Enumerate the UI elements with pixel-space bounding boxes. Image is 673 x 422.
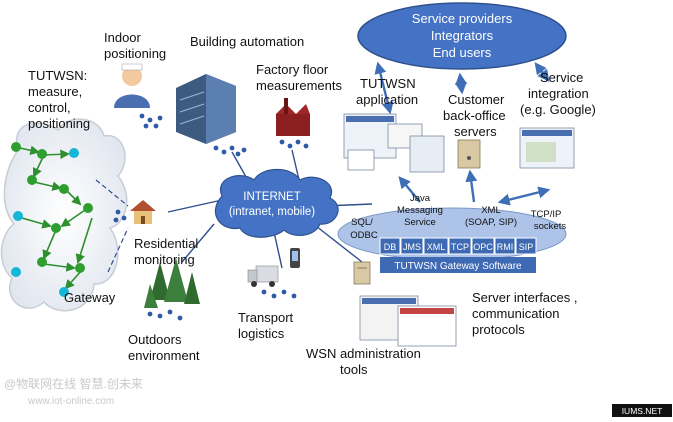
protocol-box-xml: [423, 237, 449, 255]
protocol-box-sip: [515, 237, 537, 255]
server-interfaces-bus: Java Messaging Service XML (SOAP, SIP) T…: [337, 193, 567, 273]
server-interfaces-label-1: Server interfaces ,: [472, 290, 578, 305]
tutwsn-label-2: measure,: [28, 84, 82, 99]
xml-soap-l2: (SOAP, SIP): [465, 217, 517, 228]
integration-label-2: integration: [528, 86, 589, 101]
residential-house-icon: [130, 200, 156, 224]
indoor-label-1: Indoor: [104, 30, 142, 45]
mobile-phone-icon: [290, 248, 300, 268]
gateway-server-icon: [353, 261, 371, 285]
wsn-node: [75, 263, 85, 273]
end-users-label: End users: [433, 45, 492, 60]
wsn-admin-screens: [359, 295, 457, 347]
sensor-dots: [113, 113, 309, 321]
connection-arrows: [374, 61, 551, 206]
gateway-dashed-links: [95, 179, 129, 273]
forest-trees-icon: [144, 258, 200, 308]
indoor-positioning-person-icon: [114, 63, 150, 108]
protocol-box-tcp-label: TCP: [451, 242, 469, 252]
wsn-node: [11, 267, 21, 277]
wsn-node: [37, 149, 47, 159]
gateway-software-label: TUTWSN Gateway Software: [394, 261, 522, 272]
wsn-admin-label-1: WSN administration: [306, 346, 421, 361]
wsn-node: [37, 257, 47, 267]
wsn-admin-label-2: tools: [340, 362, 368, 377]
outdoors-label-1: Outdoors: [128, 332, 182, 347]
wsn-node: [13, 211, 23, 221]
xml-soap-l1: XML: [481, 205, 501, 216]
diagram-labels: TUTWSN: measure, control, positioning In…: [28, 30, 596, 377]
watermark-cn: @物联网在线 智慧.创未来: [4, 376, 143, 391]
java-messaging-l1: Java: [410, 193, 431, 204]
service-ellipse: Service providers Integrators End users: [357, 2, 567, 70]
app-label-1: TUTWSN: [360, 76, 416, 91]
outdoors-label-2: environment: [128, 348, 200, 363]
wsn-cloud: [0, 118, 128, 312]
tcp-sockets-l2: sockets: [534, 221, 566, 232]
building-icon: [176, 74, 236, 144]
wsn-node: [51, 223, 61, 233]
wsn-node: [59, 287, 69, 297]
tutwsn-application-screens: [343, 113, 445, 173]
service-integration-screen: [519, 127, 575, 169]
tutwsn-label-4: positioning: [28, 116, 90, 131]
indoor-label-2: positioning: [104, 46, 166, 61]
wsn-node: [83, 203, 93, 213]
gateway-label: Gateway: [64, 290, 116, 305]
building-automation-label: Building automation: [190, 34, 304, 49]
wsn-node: [11, 142, 21, 152]
wsn-nodes: [11, 142, 93, 297]
java-messaging-l2: Messaging: [397, 205, 443, 216]
java-messaging-l3: Service: [404, 217, 436, 228]
protocol-box-xml-label: XML: [427, 242, 446, 252]
factory-icon: [276, 98, 310, 136]
integrators-label: Integrators: [431, 28, 494, 43]
protocol-boxes: DB JMS XML TCP OPC RMI SIP: [379, 237, 537, 255]
sql-odbc-l1: SQL/: [351, 217, 373, 228]
tcp-sockets-l1: TCP/IP: [531, 209, 562, 220]
backoffice-label-1: Customer: [448, 92, 505, 107]
factory-label-1: Factory floor: [256, 62, 329, 77]
server-interfaces-label-3: protocols: [472, 322, 525, 337]
truck-icon: [247, 265, 279, 287]
internet-sub-label: (intranet, mobile): [229, 206, 315, 218]
watermark-url: www.iot-online.com: [27, 396, 114, 407]
protocol-box-opc: [471, 237, 495, 255]
factory-label-2: measurements: [256, 78, 342, 93]
wsn-node: [27, 175, 37, 185]
watermark-corner: IUMS.NET: [622, 406, 663, 416]
residential-label-1: Residential: [134, 236, 198, 251]
integration-label-3: (e.g. Google): [520, 102, 596, 117]
internet-cloud: INTERNET (intranet, mobile): [214, 168, 339, 238]
protocol-box-sip-label: SIP: [519, 242, 534, 252]
tutwsn-label-1: TUTWSN:: [28, 68, 87, 83]
watermark: @物联网在线 智慧.创未来 www.iot-online.com IUMS.NE…: [4, 376, 672, 417]
backoffice-label-3: servers: [454, 124, 497, 139]
protocol-box-rmi: [494, 237, 516, 255]
protocol-box-db: [379, 237, 401, 255]
wsn-node: [69, 148, 79, 158]
protocol-box-rmi-label: RMI: [497, 242, 514, 252]
wsn-links: [19, 145, 93, 290]
transport-label-1: Transport: [238, 310, 294, 325]
service-providers-label: Service providers: [412, 11, 513, 26]
internet-label: INTERNET: [243, 191, 301, 203]
server-interfaces-label-2: communication: [472, 306, 559, 321]
residential-label-2: monitoring: [134, 252, 195, 267]
gateway-software-bar: [380, 257, 536, 273]
protocol-box-opc-label: OPC: [473, 242, 493, 252]
sql-odbc-l2: ODBC: [350, 230, 378, 241]
protocol-box-db-label: DB: [384, 242, 397, 252]
protocol-box-jms: [400, 237, 424, 255]
app-label-2: application: [356, 92, 418, 107]
protocol-box-jms-label: JMS: [403, 242, 421, 252]
tutwsn-label-3: control,: [28, 100, 71, 115]
integration-label-1: Service: [540, 70, 583, 85]
transport-label-2: logistics: [238, 326, 285, 341]
protocol-box-tcp: [448, 237, 472, 255]
wsn-node: [59, 184, 69, 194]
backoffice-server-icon: [457, 139, 481, 169]
backoffice-label-2: back-office: [443, 108, 506, 123]
